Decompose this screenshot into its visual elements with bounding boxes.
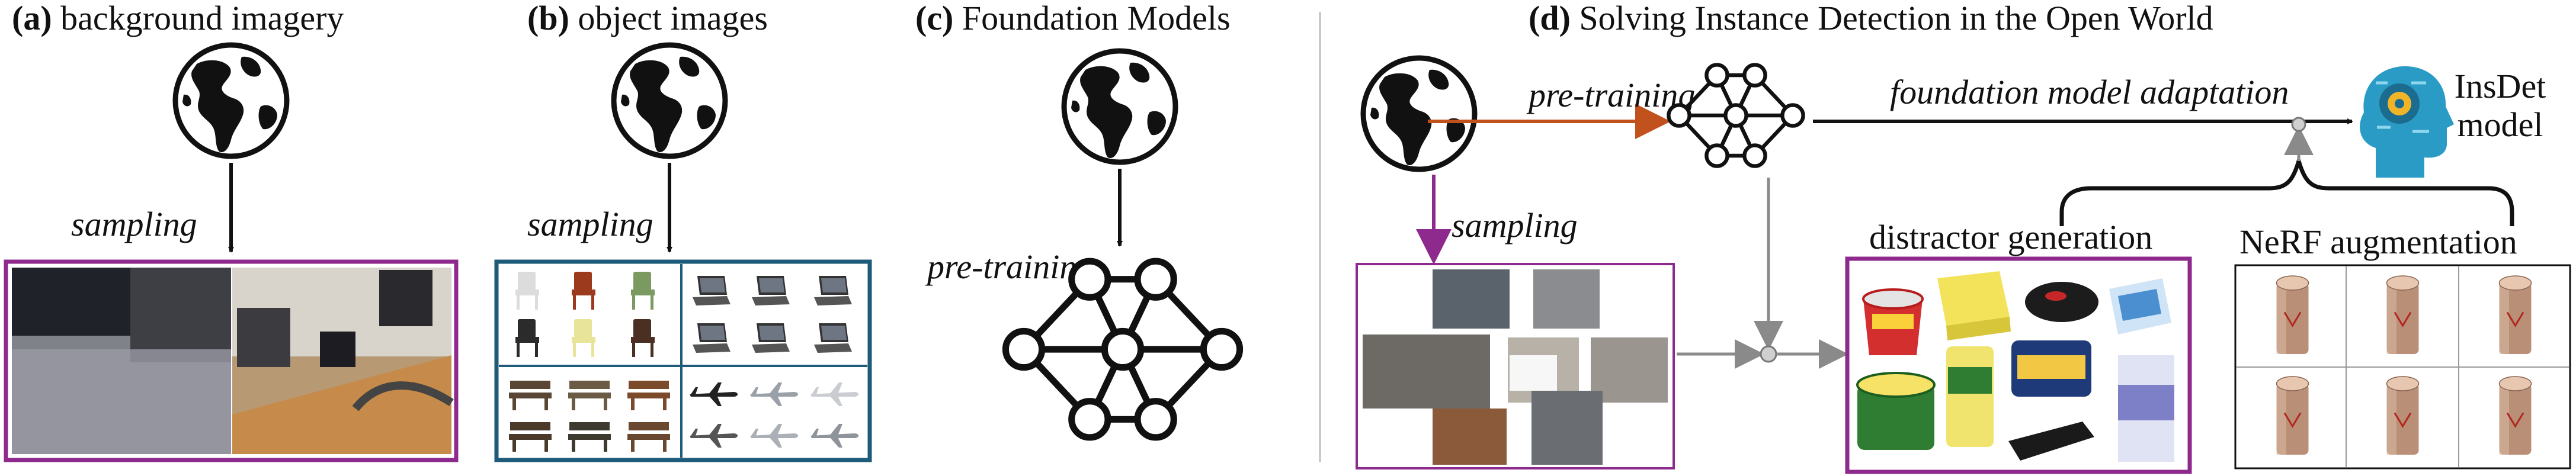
nerf-label: NeRF augmentation: [2239, 223, 2517, 261]
sampling-label-d: sampling: [1452, 206, 1578, 245]
panel-d-tag: (d): [1529, 0, 1571, 37]
can-view-icon: [2498, 275, 2533, 355]
panel-a-title: (a) background imagery: [12, 0, 344, 37]
panel-c-title-text: Foundation Models: [962, 0, 1231, 37]
panel-c-tag: (c): [915, 0, 953, 37]
sampling-label-a: sampling: [71, 205, 197, 243]
pretraining-label-c: pre-training: [925, 247, 1094, 286]
background-images: [4, 259, 459, 462]
panel-b-tag: (b): [527, 0, 569, 37]
can-view-icon: [2385, 275, 2420, 355]
can-view-icon: [2385, 375, 2420, 456]
globe-icon: [1064, 51, 1175, 162]
panel-a-title-text: background imagery: [60, 0, 344, 37]
adaptation-junction: [2291, 117, 2306, 132]
can-view-icon: [2498, 375, 2533, 456]
panel-a-tag: (a): [12, 0, 52, 37]
sampled-scenes: [1356, 263, 1675, 469]
adaptation-label: foundation model adaptation: [1890, 73, 2289, 111]
globe-icon: [1363, 58, 1475, 169]
panel-b: (b) object images sampling: [494, 0, 872, 462]
nerf-views: [2234, 264, 2571, 469]
neural-network-icon: [1005, 261, 1239, 438]
globe-icon: [175, 45, 287, 156]
panel-c-title: (c) Foundation Models: [915, 0, 1231, 37]
panel-b-title-text: object images: [578, 0, 768, 37]
insdet-label-line2: model: [2458, 105, 2543, 144]
can-view-icon: [2275, 275, 2310, 355]
pretraining-label-d: pre-training: [1526, 76, 1695, 114]
can-view-icon: [2275, 375, 2310, 456]
panel-d-title: (d) Solving Instance Detection in the Op…: [1529, 0, 2213, 37]
object-images-grid: [494, 259, 872, 462]
globe-icon: [614, 45, 725, 156]
panel-b-title: (b) object images: [527, 0, 768, 37]
panel-a: (a) background imagery sampling: [4, 0, 459, 462]
insdet-label-line1: InsDet: [2455, 67, 2546, 105]
ai-head-icon: [2360, 66, 2454, 178]
distractor-label: distractor generation: [1869, 218, 2152, 256]
distractor-images: [1845, 256, 2192, 474]
panel-c: (c) Foundation Models pre-training: [915, 0, 1240, 438]
adaptation-brace: [2059, 153, 2514, 226]
panel-d: (d) Solving Instance Detection in the Op…: [1356, 0, 2571, 474]
data-junction: [1760, 345, 1777, 363]
panel-d-title-text: Solving Instance Detection in the Open W…: [1579, 0, 2213, 37]
sampling-label-b: sampling: [527, 205, 653, 243]
